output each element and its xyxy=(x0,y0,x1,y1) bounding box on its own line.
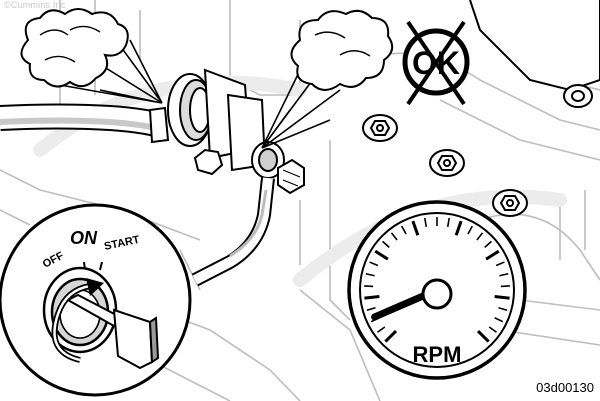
tachometer-tick xyxy=(476,329,490,343)
fuel-spray-left xyxy=(20,8,163,104)
tachometer-tick xyxy=(374,249,389,261)
tachometer-tick xyxy=(377,326,386,333)
tachometer-tick xyxy=(467,225,474,235)
tachometer-tick xyxy=(484,240,492,248)
tachometer-tick xyxy=(382,240,390,248)
tachometer-inset: RPM xyxy=(347,200,527,380)
fuel-line-lower xyxy=(191,177,275,287)
bolt-1 xyxy=(362,114,398,142)
bolt-row xyxy=(362,114,528,217)
tachometer-needle-hub xyxy=(421,278,453,310)
tachometer-tick xyxy=(485,249,500,261)
figure-id: 03d00130 xyxy=(536,380,594,395)
upper-right-bracket xyxy=(469,0,600,108)
tachometer-tick xyxy=(366,306,376,311)
ignition-on-label: ON xyxy=(70,228,98,248)
ignition-key-icon xyxy=(65,293,160,370)
tachometer-tick xyxy=(446,217,451,228)
tachometer-tick xyxy=(495,261,505,267)
tachometer-tick xyxy=(500,285,510,288)
not-ok-symbol: OK xyxy=(402,20,470,106)
fuel-fitting-left xyxy=(148,68,267,176)
tachometer-tick xyxy=(364,295,380,300)
bolt-2 xyxy=(429,149,465,177)
tachometer-tick xyxy=(364,285,374,288)
tachometer-unit-label: RPM xyxy=(413,342,462,367)
tachometer-tick xyxy=(494,317,504,323)
tachometer-tick xyxy=(499,272,509,277)
banjo-fitting xyxy=(251,141,305,195)
ignition-switch-inset: OFF ON START xyxy=(0,203,192,397)
tachometer-tick xyxy=(494,295,510,300)
bolt-3 xyxy=(492,189,528,217)
tachometer-tick xyxy=(365,272,375,277)
tachometer-tick xyxy=(400,225,407,235)
fuel-hose-left xyxy=(0,103,164,138)
tachometer-tick xyxy=(369,261,379,267)
copyright-notice: ©Cummins Inc xyxy=(4,0,66,10)
tachometer-tick xyxy=(423,217,428,228)
tachometer-tick xyxy=(476,232,484,241)
tachometer-tick xyxy=(488,326,497,333)
tachometer-scale xyxy=(364,217,510,343)
tachometer-tick xyxy=(384,329,398,343)
tachometer-tick xyxy=(498,306,508,311)
fuel-spray-right xyxy=(261,9,394,149)
tachometer-tick xyxy=(454,220,463,236)
tachometer-tick xyxy=(390,232,398,241)
ignition-turn-arrow-icon xyxy=(51,278,104,363)
tachometer-tick xyxy=(411,220,420,236)
